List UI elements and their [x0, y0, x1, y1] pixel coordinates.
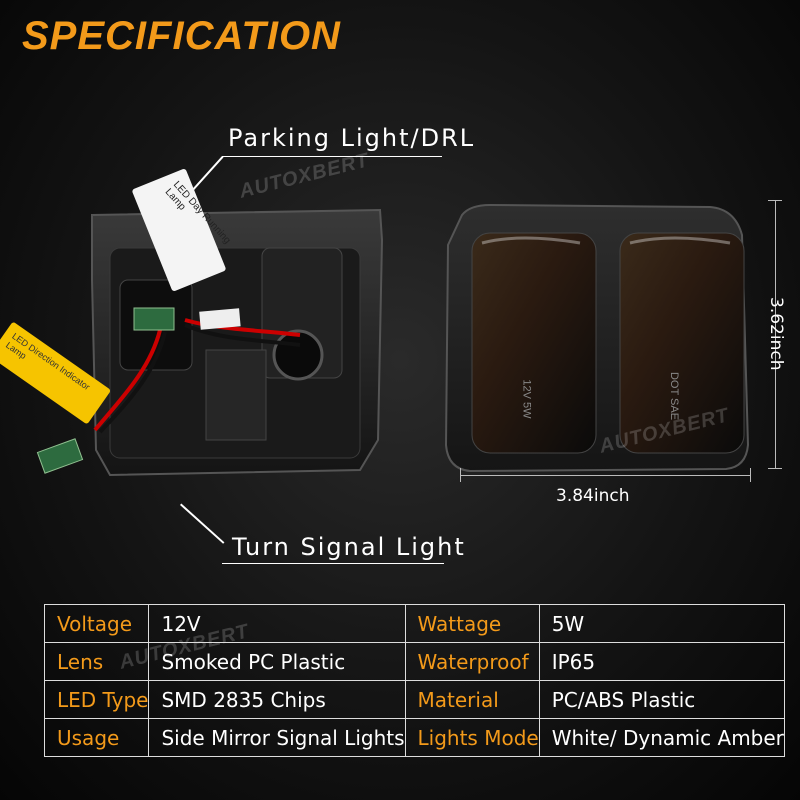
lens-mark-right: DOT SAE [668, 371, 681, 421]
lens-mark-left: 12V 5W [520, 379, 533, 419]
height-dim-tick-top [768, 200, 782, 201]
turn-signal-callout: Turn Signal Light [232, 533, 466, 561]
spec-key: Lens [43, 642, 150, 681]
parking-callout-underline [222, 156, 442, 157]
spec-key: Voltage [43, 604, 150, 643]
spec-value: SMD 2835 Chips [148, 680, 406, 719]
width-dim-tick-left [460, 468, 461, 482]
spec-key: Usage [43, 718, 150, 757]
spec-value: PC/ABS Plastic [538, 680, 785, 719]
spec-value: Smoked PC Plastic [148, 642, 406, 681]
table-row: LED Type SMD 2835 Chips Material PC/ABS … [43, 680, 785, 719]
spec-key: LED Type [43, 680, 150, 719]
spec-value: 5W [538, 604, 785, 643]
table-row: Usage Side Mirror Signal Lights Lights M… [43, 718, 785, 757]
spec-key: Wattage [404, 604, 540, 643]
width-dimension-line [460, 475, 750, 476]
page-title: SPECIFICATION [22, 14, 341, 58]
parking-light-callout: Parking Light/DRL [228, 124, 476, 152]
spec-key: Lights Mode [404, 718, 540, 757]
spec-value: IP65 [538, 642, 785, 681]
lens-front-image [444, 203, 750, 473]
width-dim-tick-right [750, 468, 751, 482]
spec-value: 12V [148, 604, 406, 643]
height-dimension-label: 3.62inch [766, 297, 786, 371]
height-dim-tick-bottom [768, 468, 782, 469]
turn-callout-leader [180, 503, 225, 544]
spec-value: White/ Dynamic Amber [538, 718, 785, 757]
spec-table: Voltage 12V Wattage 5W Lens Smoked PC Pl… [43, 604, 785, 757]
table-row: Lens Smoked PC Plastic Waterproof IP65 [43, 642, 785, 681]
width-dimension-label: 3.84inch [556, 486, 630, 506]
spec-key: Waterproof [404, 642, 540, 681]
spec-key: Material [404, 680, 540, 719]
turn-callout-underline [222, 563, 444, 564]
table-row: Voltage 12V Wattage 5W [43, 604, 785, 643]
housing-back-image [36, 208, 384, 477]
height-dimension-line [775, 200, 776, 468]
spec-value: Side Mirror Signal Lights [148, 718, 406, 757]
